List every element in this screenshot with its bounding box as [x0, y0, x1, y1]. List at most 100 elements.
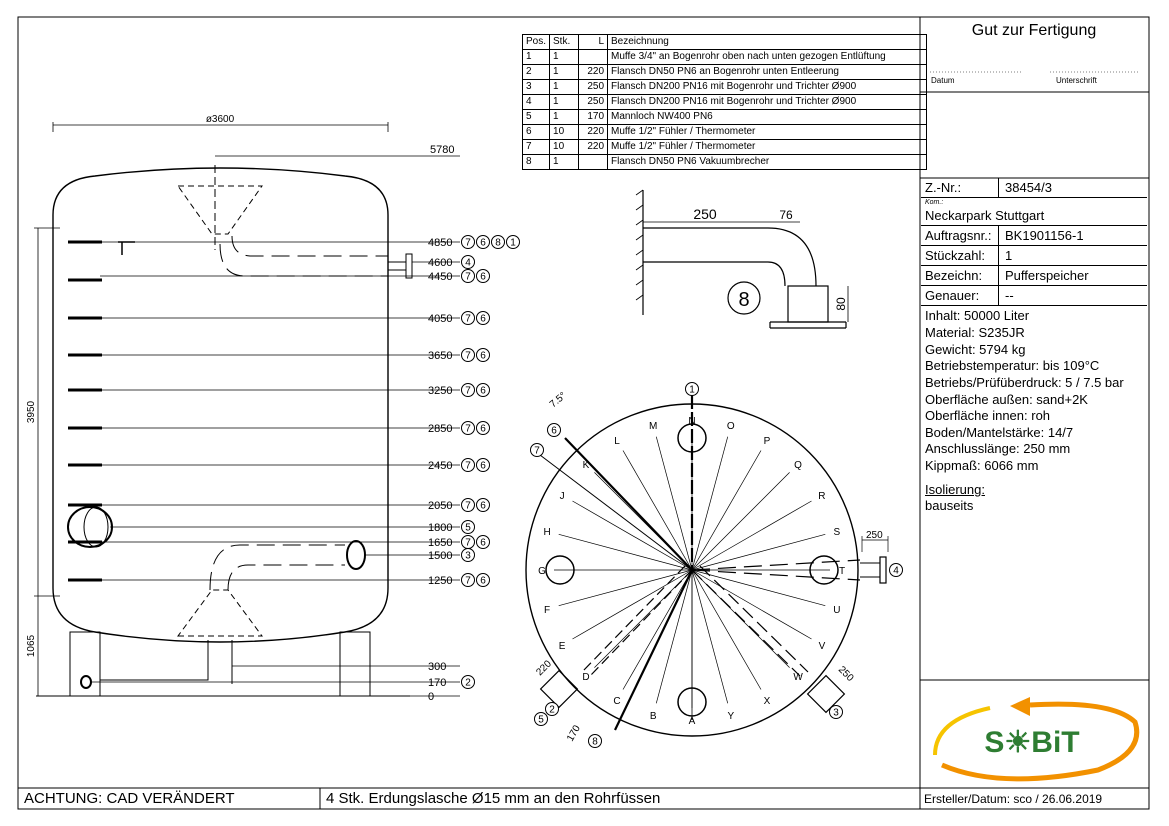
level-label: 3250	[428, 385, 452, 397]
stueckzahl-value: 1	[1005, 248, 1013, 263]
titleblock-row-kom: Kom.: Neckarpark Stuttgart	[921, 198, 1147, 226]
top-callout-circle	[829, 705, 843, 719]
parts-list-header-cell: Stk.	[549, 34, 580, 50]
position-callout-circle	[461, 348, 475, 362]
parts-list-row-cell: 170	[578, 109, 609, 125]
position-callout-number: 7	[465, 424, 471, 435]
level-label: 300	[428, 661, 446, 673]
top-callout-number: 4	[893, 566, 899, 577]
top-callout-circle	[547, 423, 561, 437]
parts-list-row-cell: 1	[521, 49, 551, 65]
top-view	[525, 395, 889, 737]
reference-ray	[691, 500, 812, 571]
spec-material: Material: S235JR	[925, 325, 1025, 340]
genauer-label: Genauer:	[925, 288, 980, 303]
reference-ray	[691, 569, 762, 690]
ring-letter: X	[764, 696, 771, 707]
position-callout-circle	[461, 235, 475, 249]
position-callout-circle	[476, 235, 490, 249]
top-callout-number: 1	[689, 385, 695, 396]
ring-letter: F	[544, 605, 550, 616]
reference-ray	[558, 533, 693, 571]
level-label: 4600	[428, 257, 452, 269]
position-callout-number: 2	[465, 678, 471, 689]
ring-letter: C	[613, 696, 620, 707]
auftragsnr-label: Auftragsnr.:	[925, 228, 992, 243]
spec-gewicht: Gewicht: 5794 kg	[925, 342, 1026, 357]
parts-list-row-cell: Muffe 3/4" an Bogenrohr oben nach unten …	[607, 49, 928, 65]
titleblock-row-auftragsnr: Auftragsnr.: BK1901156-1	[921, 226, 1147, 246]
spec-kippmass: Kippmaß: 6066 mm	[925, 458, 1039, 473]
detail-dim-250: 250	[693, 206, 717, 222]
position-callout-circle	[506, 235, 520, 249]
tank-leg-left	[69, 631, 101, 697]
base-height-label: 1065	[26, 634, 37, 657]
level-label: 4850	[428, 237, 452, 249]
position-callout-circle	[461, 675, 475, 689]
position-callout-number: 3	[465, 551, 471, 562]
position-callout-number: 6	[480, 501, 486, 512]
position-callout-circle	[476, 498, 490, 512]
reference-ray	[622, 569, 693, 690]
reference-ray	[594, 569, 693, 668]
parts-list-row-cell: 220	[578, 124, 609, 140]
parts-list-row-cell: 3	[521, 79, 551, 95]
reference-ray	[655, 569, 693, 704]
level-label: 0	[428, 691, 434, 703]
detail-label-8: 8	[738, 289, 749, 311]
level-label: 2050	[428, 500, 452, 512]
position-callout-number: 7	[465, 351, 471, 362]
approval-date-label: Datum	[931, 76, 955, 85]
ring-letter: G	[538, 566, 546, 577]
parts-list-row-cell: Flansch DN50 PN6 Vakuumbrecher	[607, 154, 928, 170]
parts-list-row-cell: 250	[578, 94, 609, 110]
position-callout-number: 7	[465, 461, 471, 472]
side-view	[34, 122, 460, 697]
parts-list-row-cell: 1	[549, 64, 580, 80]
spec-boden-mantel: Boden/Mantelstärke: 14/7	[925, 425, 1074, 440]
shell-height-label: 3950	[26, 400, 37, 423]
bezeichn-label: Bezeichn:	[925, 268, 983, 283]
top-callout-circle	[889, 563, 903, 577]
parts-list-header-cell: Bezeichnung	[607, 34, 928, 50]
position-callout-number: 6	[480, 424, 486, 435]
kom-value: Neckarpark Stuttgart	[925, 208, 1045, 223]
spec-inhalt: Inhalt: 50000 Liter	[925, 308, 1030, 323]
parts-list-row-cell: 10	[549, 124, 580, 140]
parts-list-row-cell: 250	[578, 79, 609, 95]
level-leaders	[92, 155, 460, 697]
ring-letter: J	[560, 491, 565, 502]
drain-flange	[80, 675, 92, 689]
level-label: 2450	[428, 460, 452, 472]
ring-letter: A	[689, 716, 696, 727]
reference-ray	[691, 569, 790, 668]
position-callout-number: 6	[480, 351, 486, 362]
ring-letter: U	[833, 605, 840, 616]
position-callout-number: 7	[465, 538, 471, 549]
titleblock-row-genauer: Genauer: --	[921, 286, 1147, 306]
parts-list-row-cell	[578, 49, 609, 65]
parts-list-header-cell: Pos.	[521, 34, 551, 50]
bottom-funnel	[177, 589, 263, 637]
level-label: 1650	[428, 537, 452, 549]
position-callout-circle	[461, 520, 475, 534]
approval-title: Gut zur Fertigung	[971, 22, 1097, 39]
stueckzahl-label: Stückzahl:	[925, 248, 985, 263]
diameter-label: ø3600	[206, 114, 235, 125]
flange-port-4	[405, 253, 413, 279]
position-callout-number: 7	[465, 314, 471, 325]
parts-list-row-cell: 1	[549, 154, 580, 170]
ring-letter: N	[688, 416, 695, 427]
top-callout-number: 7	[534, 446, 540, 457]
top-callout-number: 3	[833, 708, 839, 719]
parts-list-row-cell: Flansch DN200 PN16 mit Bogenrohr und Tri…	[607, 79, 928, 95]
detail-dim-80: 80	[834, 297, 848, 311]
level-label: 1250	[428, 575, 452, 587]
